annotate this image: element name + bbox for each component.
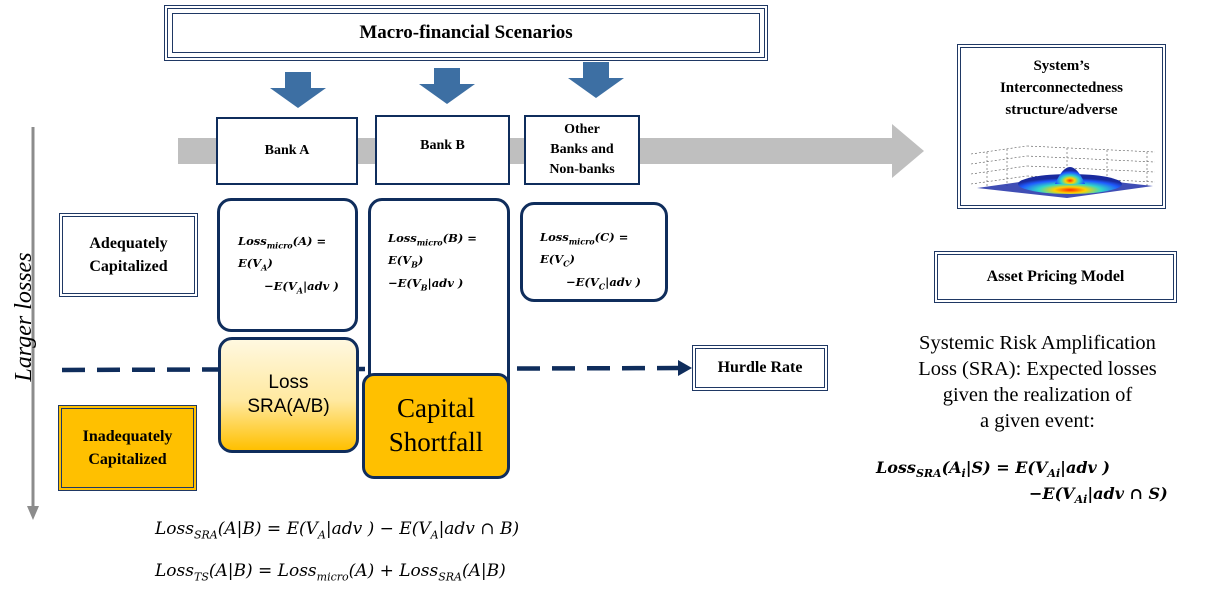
loss-micro-c-box: Lossmicro(C) = E(VC) −E(VC|adv ) <box>520 202 668 302</box>
sra-description-line-4: a given event: <box>980 410 1095 433</box>
scenario-arrow-bank-b <box>419 68 475 104</box>
capital-shortfall-box: Capital Shortfall <box>362 373 510 479</box>
system-line-3: structure/adverse <box>1005 101 1118 118</box>
capital-shortfall-line-1: Capital <box>397 393 475 424</box>
system-interconnectedness-box: System’s Interconnectedness structure/ad… <box>957 44 1166 209</box>
other-banks-line-3: Non-banks <box>549 162 615 178</box>
inadequately-line-1: Inadequately <box>82 427 173 445</box>
other-banks-line-2: Banks and <box>550 141 614 157</box>
capital-shortfall-line-2: Shortfall <box>388 427 484 457</box>
adequately-line-1: Adequately <box>89 234 168 252</box>
asset-pricing-model-label: Asset Pricing Model <box>986 268 1125 286</box>
system-title: System’s Interconnectedness structure/ad… <box>961 56 1162 121</box>
bank-b-box: Bank B <box>375 115 510 185</box>
system-line-1: System’s <box>1033 58 1090 74</box>
hurdle-rate-label: Hurdle Rate <box>717 359 803 377</box>
sra-description: Systemic Risk Amplification Loss (SRA): … <box>880 330 1195 434</box>
loss-sra-box: Loss SRA(A/B) <box>218 337 359 453</box>
larger-losses-label: Larger losses <box>11 252 37 382</box>
scenario-arrow-bank-a <box>270 72 326 108</box>
scenario-arrow-other <box>568 62 624 98</box>
bank-b-label: Bank B <box>420 137 465 153</box>
other-banks-line-1: Other <box>564 121 600 137</box>
adequately-line-2: Capitalized <box>89 258 168 275</box>
inadequately-capitalized-box: Inadequately Capitalized <box>58 405 197 491</box>
bottom-formula-ts: LossTS(A|B) = Lossmicro(A) + LossSRA(A|B… <box>155 561 506 584</box>
macro-financial-scenarios-box: Macro-financial Scenarios <box>164 5 768 61</box>
loss-sra-line-2: SRA(A/B) <box>247 396 330 417</box>
loss-sra-line-1: Loss <box>268 372 309 394</box>
sra-description-line-1: Systemic Risk Amplification <box>919 332 1156 354</box>
sra-description-line-2: Loss (SRA): Expected losses <box>918 358 1157 381</box>
hurdle-rate-line <box>61 360 692 376</box>
sra-formula: LossSRA(Ai|S) = E(VAi|adv ) −E(VAi|adv ∩… <box>876 458 1168 507</box>
system-line-2: Interconnectedness <box>999 79 1124 96</box>
bank-a-box: Bank A <box>216 117 358 185</box>
hurdle-rate-box: Hurdle Rate <box>692 345 828 391</box>
loss-micro-a-formula: Lossmicro(A) = E(VA) −E(VA|adv ) <box>238 234 339 296</box>
inadequately-line-2: Capitalized <box>88 451 167 468</box>
other-banks-box: Other Banks and Non-banks <box>524 115 640 185</box>
bottom-formula-sra: LossSRA(A|B) = E(VA|adv ) − E(VA|adv ∩ B… <box>155 519 520 542</box>
loss-micro-a-box: Lossmicro(A) = E(VA) −E(VA|adv ) <box>217 198 358 332</box>
asset-pricing-model-box: Asset Pricing Model <box>934 251 1177 303</box>
larger-losses-axis <box>27 127 39 520</box>
sra-description-line-3: given the realization of <box>942 384 1133 407</box>
macro-financial-scenarios-label: Macro-financial Scenarios <box>359 22 573 43</box>
surface-plot-icon <box>970 145 1156 198</box>
loss-micro-b-formula: Lossmicro(B) = E(VB) −E(VB|adv ) <box>388 231 477 293</box>
loss-micro-c-formula: Lossmicro(C) = E(VC) −E(VC|adv ) <box>540 230 641 292</box>
bank-a-label: Bank A <box>264 142 310 158</box>
adequately-capitalized-box: Adequately Capitalized <box>59 213 198 297</box>
